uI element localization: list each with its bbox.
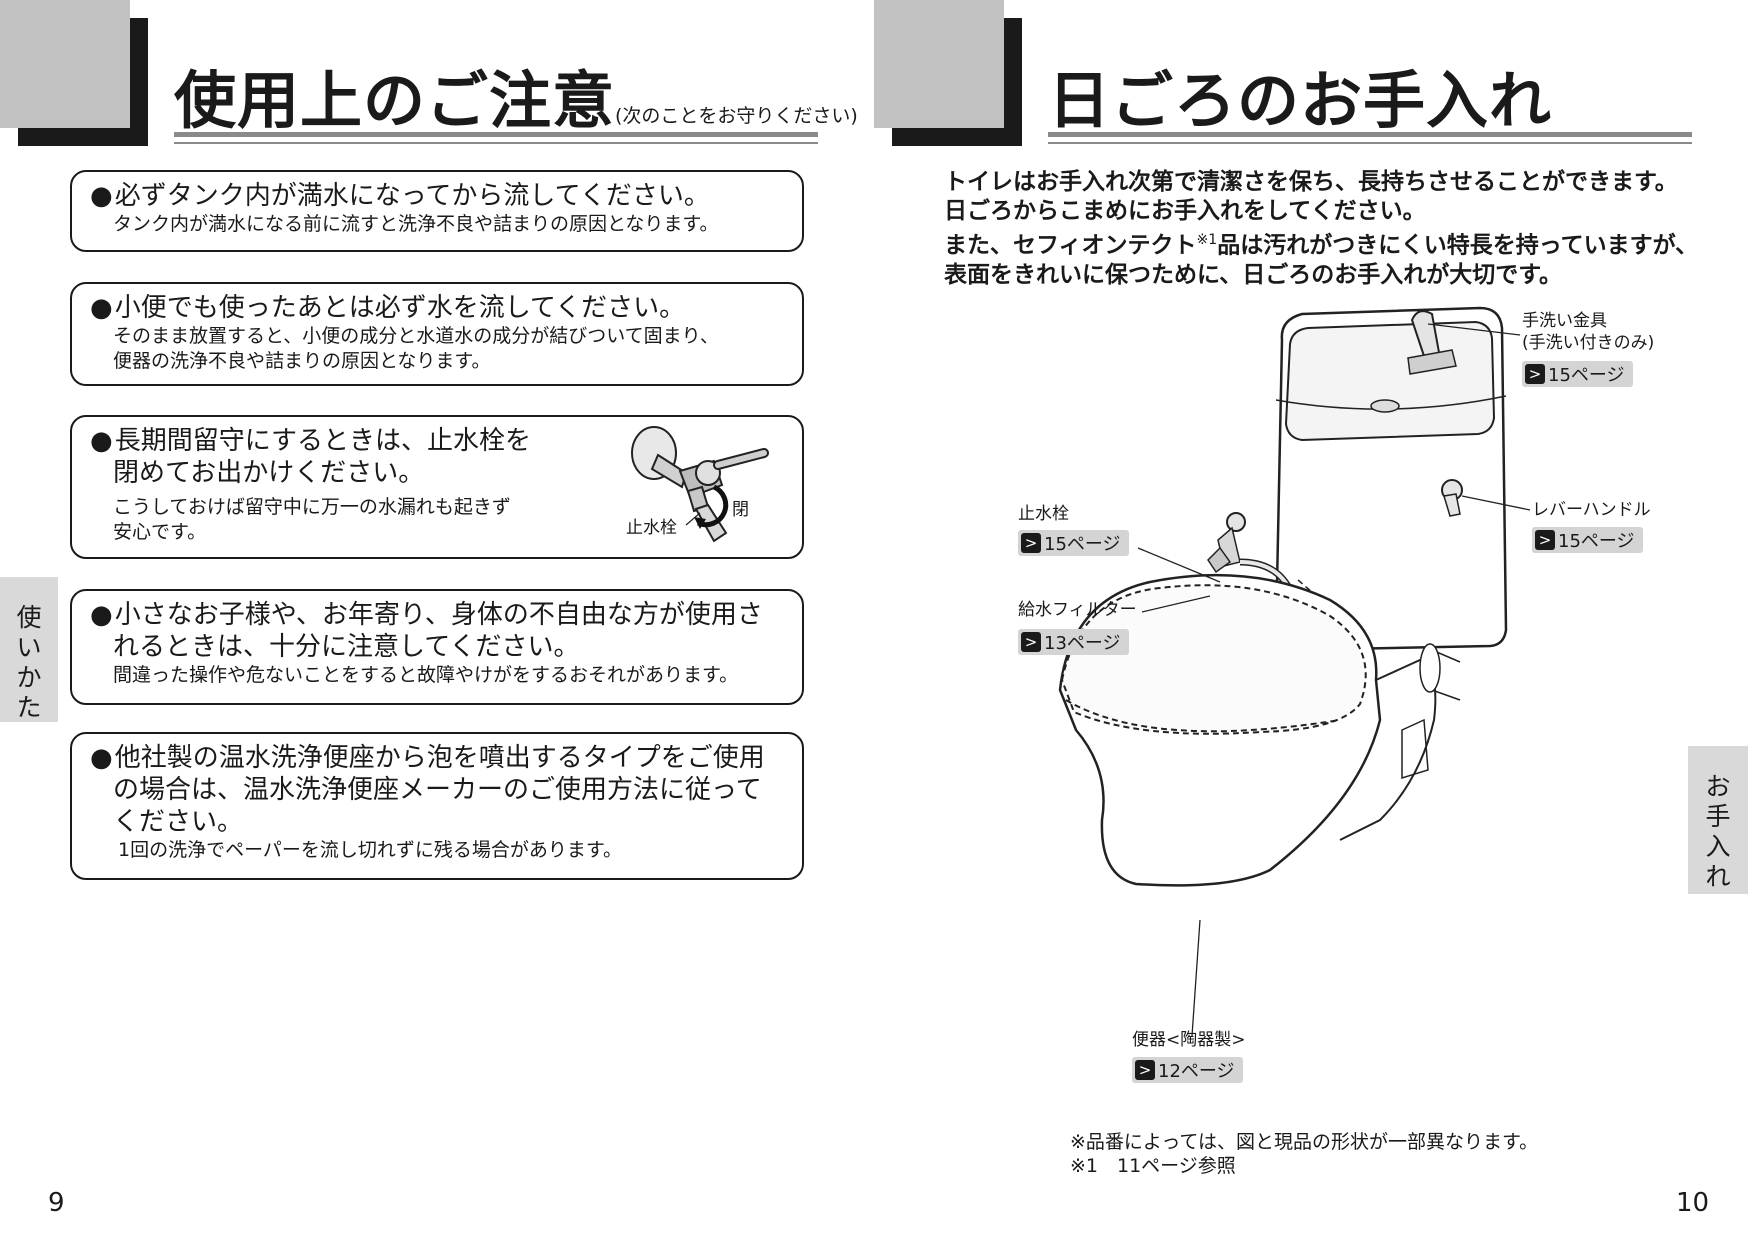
header-black-bar-right-horizontal [892, 128, 1022, 146]
title-rule-left-thin [174, 142, 818, 144]
notice-body: タンク内が満水になる前に流すと洗浄不良や詰まりの原因となります。 [113, 213, 719, 235]
notice-heading-line: ください。 [113, 807, 244, 837]
footnote-line: ※1 11ページ参照 [1070, 1155, 1236, 1177]
notice-heading-text: 小便でも使ったあとは必ず水を流してください。 [114, 293, 686, 323]
side-tab-char: い [16, 633, 42, 662]
notice-box-children-elderly: ●小さなお子様や、お年寄り、身体の不自由な方が使用さ れるときは、十分に注意して… [70, 589, 804, 705]
faucet-page-ref[interactable]: >15ページ [1522, 361, 1633, 387]
side-tab-char: 手 [1705, 802, 1731, 831]
notice-heading: ●必ずタンク内が満水になってから流してください。 [90, 180, 788, 212]
side-tab-char: た [16, 693, 42, 722]
notice-box-foam-bidet: ●他社製の温水洗浄便座から泡を噴出するタイプをご使用 の場合は、温水洗浄便座メー… [70, 732, 804, 880]
page-number-right: 10 [1676, 1188, 1710, 1218]
header-black-bar-left-vertical [130, 18, 148, 146]
stop-valve-illustration [631, 426, 769, 543]
side-tab-usage: 使 い か た [0, 577, 58, 722]
page-title-left: 使用上のご注意(次のことをお守りください) [174, 70, 858, 132]
notice-heading: ●他社製の温水洗浄便座から泡を噴出するタイプをご使用 [90, 742, 788, 774]
page-number-left: 9 [48, 1188, 65, 1218]
notice-heading: ●小便でも使ったあとは必ず水を流してください。 [90, 292, 788, 324]
side-tab-char: 使 [16, 603, 42, 632]
bullet-icon: ● [90, 600, 113, 630]
arrow-right-icon: > [1021, 632, 1041, 652]
header-black-bar-left-horizontal [18, 128, 148, 146]
notice-body-line: 1回の洗浄でペーパーを流し切れずに残る場合があります。 [118, 839, 622, 861]
footnotes: ※品番によっては、図と現品の形状が一部異なります。 ※1 11ページ参照 [1070, 1130, 1538, 1178]
intro-line: トイレはお手入れ次第で清潔さを保ち、長持ちさせることができます。 [944, 169, 1678, 195]
header-gray-block-right [874, 0, 1004, 128]
water-filter-label: 給水フィルター [1018, 600, 1137, 620]
notice-body-line: こうしておけば留守中に万一の水漏れも起きず [113, 496, 511, 518]
stop-valve-figure-label: 止水栓 [626, 518, 677, 538]
notice-heading-text: 必ずタンク内が満水になってから流してください。 [114, 181, 710, 211]
notice-heading-text: 他社製の温水洗浄便座から泡を噴出するタイプをご使用 [114, 743, 765, 773]
notice-heading-text: 小さなお子様や、お年寄り、身体の不自由な方が使用さ [114, 600, 763, 630]
stop-valve-label: 止水栓 [1018, 504, 1069, 524]
footnote-line: ※品番によっては、図と現品の形状が一部異なります。 [1070, 1131, 1539, 1153]
arrow-right-icon: > [1525, 364, 1545, 384]
title-rule-right [1048, 132, 1692, 137]
page-ref-text: 12ページ [1158, 1061, 1235, 1082]
side-tab-char: お [1705, 772, 1731, 801]
footnote-marker: ※1 [1196, 232, 1218, 248]
header-gray-block-left [0, 0, 130, 128]
intro-line: 日ごろからこまめにお手入れをしてください。 [944, 198, 1426, 224]
page-title-left-note: (次のことをお守りください) [615, 105, 858, 127]
arrow-right-icon: > [1535, 530, 1555, 550]
side-tab-char: か [16, 663, 42, 692]
intro-text: 品は汚れがつきにくい特長を持っていますが、 [1217, 232, 1699, 259]
toilet-illustration [1058, 306, 1508, 887]
page-ref-text: 15ページ [1548, 365, 1625, 386]
lever-handle-label: レバーハンドル [1532, 500, 1651, 520]
page-ref-text: 15ページ [1558, 531, 1635, 552]
faucet-label-note: (手洗い付きのみ) [1522, 333, 1655, 353]
side-tab-char: 入 [1705, 832, 1731, 861]
side-tab-char: れ [1705, 862, 1731, 891]
lever-handle-page-ref[interactable]: >15ページ [1532, 527, 1643, 553]
notice-box-flush-after-use: ●小便でも使ったあとは必ず水を流してください。 そのまま放置すると、小便の成分と… [70, 282, 804, 386]
bullet-icon: ● [90, 293, 113, 323]
notice-heading-line: 閉めてお出かけください。 [113, 458, 425, 488]
intro-text: また、セフィオンテクト [944, 232, 1197, 259]
notice-box-tank-full: ●必ずタンク内が満水になってから流してください。 タンク内が満水になる前に流すと… [70, 170, 804, 252]
notice-heading-text: 長期間留守にするときは、止水栓を [114, 426, 531, 456]
notice-body-line: 安心です。 [113, 521, 207, 543]
title-rule-left [174, 132, 818, 137]
bullet-icon: ● [90, 743, 113, 773]
close-figure-label: 閉 [732, 500, 749, 520]
notice-heading: ●小さなお子様や、お年寄り、身体の不自由な方が使用さ [90, 599, 788, 631]
bowl-page-ref[interactable]: >12ページ [1132, 1057, 1243, 1083]
side-tab-care: お 手 入 れ [1688, 746, 1748, 894]
arrow-right-icon: > [1135, 1060, 1155, 1080]
water-filter-page-ref[interactable]: >13ページ [1018, 629, 1129, 655]
page-ref-text: 13ページ [1044, 633, 1121, 654]
notice-body-line: 便器の洗浄不良や詰まりの原因となります。 [113, 350, 491, 372]
intro-paragraph: トイレはお手入れ次第で清潔さを保ち、長持ちさせることができます。 日ごろからこま… [944, 168, 1698, 290]
page-title-left-text: 使用上のご注意 [174, 64, 616, 137]
notice-heading-line: れるときは、十分に注意してください。 [113, 632, 580, 662]
notice-body-line: 間違った操作や危ないことをすると故障やけがをするおそれがあります。 [113, 664, 739, 686]
faucet-label: 手洗い金具 [1522, 311, 1607, 331]
notice-heading-line: の場合は、温水洗浄便座メーカーのご使用方法に従って [113, 775, 762, 805]
arrow-right-icon: > [1021, 533, 1041, 553]
title-rule-right-thin [1048, 142, 1692, 144]
intro-line: 表面をきれいに保つために、日ごろのお手入れが大切です。 [944, 261, 1563, 288]
notice-box-stop-valve: ●長期間留守にするときは、止水栓を 閉めてお出かけください。 こうしておけば留守… [70, 415, 804, 559]
header-black-bar-right-vertical [1004, 18, 1022, 146]
page-ref-text: 15ページ [1044, 534, 1121, 555]
bullet-icon: ● [90, 426, 113, 456]
bowl-label: 便器<陶器製> [1132, 1030, 1246, 1050]
intro-line: また、セフィオンテクト※1品は汚れがつきにくい特長を持っていますが、 [944, 226, 1698, 261]
notice-heading: ●長期間留守にするときは、止水栓を [90, 425, 788, 457]
notice-body-line: そのまま放置すると、小便の成分と水道水の成分が結びついて固まり、 [113, 325, 719, 347]
bullet-icon: ● [90, 181, 113, 211]
page-title-right: 日ごろのお手入れ [1048, 64, 1553, 137]
stop-valve-page-ref[interactable]: >15ページ [1018, 530, 1129, 556]
